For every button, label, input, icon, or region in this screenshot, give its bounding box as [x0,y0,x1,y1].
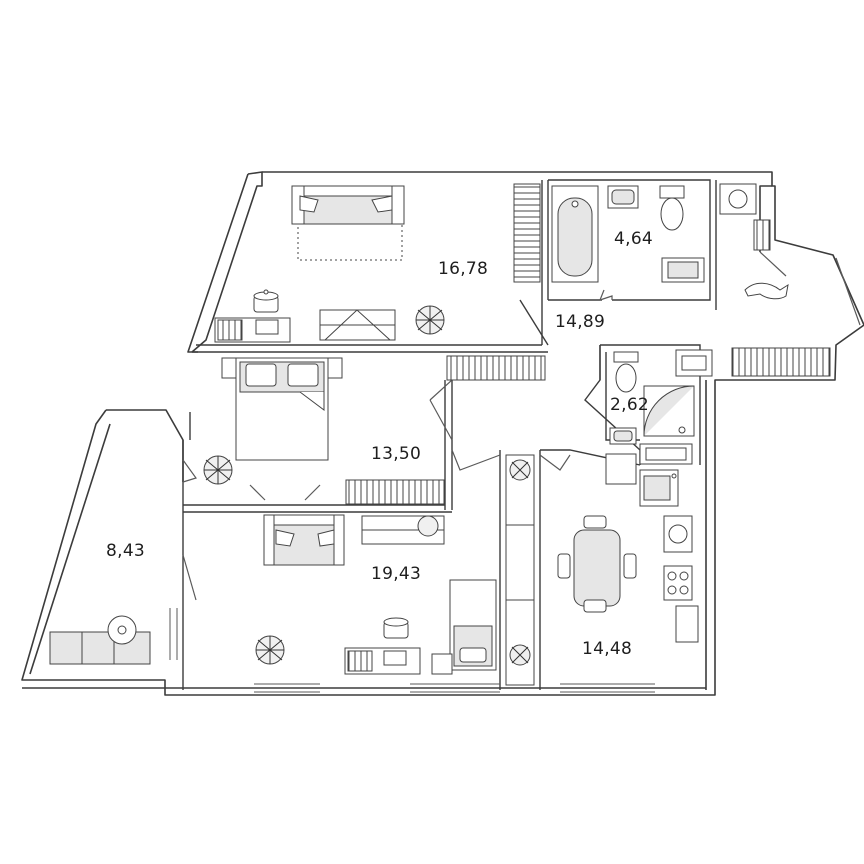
area-labels: 16,78 4,64 14,89 2,62 13,50 8,43 19,43 1… [106,229,653,659]
interior-walls [165,179,717,690]
fridge-icon [605,453,637,485]
furniture [49,183,831,686]
plant-icon [509,459,531,666]
windows [169,608,655,693]
dresser-icon [319,309,396,341]
cat-icon [744,282,789,300]
outer-walls [21,171,864,696]
room-area-label: 2,62 [610,395,649,415]
oven-icon [675,605,699,643]
room-area-label: 19,43 [371,564,421,584]
toilet-icon [659,185,685,231]
washing-machine-icon [661,257,705,283]
wardrobe-icon [446,355,546,381]
wardrobe-icon [731,347,831,377]
plant-icon [255,635,285,665]
room-area-label: 4,64 [614,229,653,249]
desk-icon [361,515,445,545]
room-area-label: 8,43 [106,541,145,561]
sofa-icon [291,185,405,261]
bed-icon [449,579,497,671]
shower-icon [643,385,695,437]
plant-icon [203,455,233,485]
plant-icon [415,305,445,335]
doors [182,251,861,601]
wardrobe-icon [345,479,445,505]
room-area-label: 14,48 [582,639,632,659]
desk-icon [214,289,291,343]
sink-icon [609,427,637,445]
boiler-icon [719,183,757,215]
bathtub-icon [551,185,599,283]
room-area-label: 14,89 [555,312,605,332]
toilet-icon [613,351,639,393]
bed-icon [221,357,343,461]
kitchen-sink-icon [639,469,679,507]
room-area-label: 13,50 [371,444,421,464]
sink-icon [607,185,639,209]
room-area-label: 16,78 [438,259,488,279]
dining-table-icon [557,515,637,613]
desk-icon [344,617,421,675]
sofa-icon [263,514,345,566]
stove-icon [663,565,693,601]
wardrobe-icon [513,183,541,283]
armchair-icon [49,615,151,665]
